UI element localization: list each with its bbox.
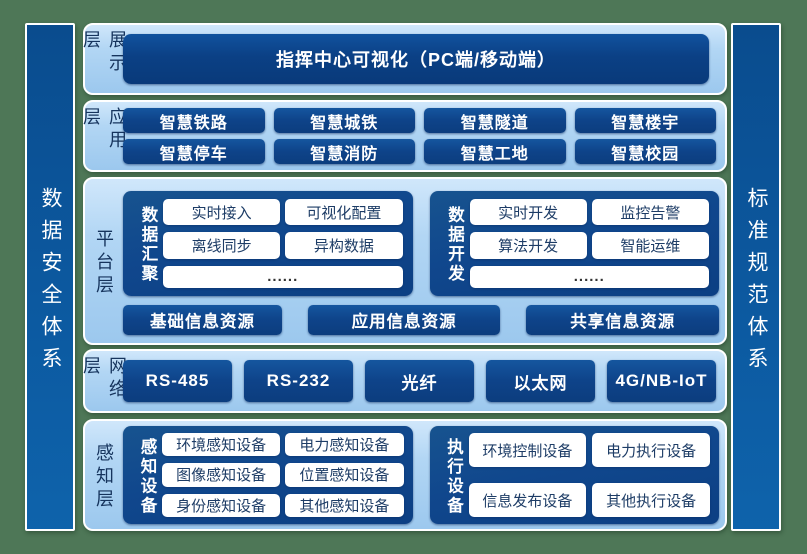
sensing-item: 身份感知设备: [162, 493, 281, 517]
application-box: 智慧工地: [424, 139, 566, 164]
group-sensing-devices: 感知设备 环境感知设备 电力感知设备 图像感知设备 位置感知设备 身份感知设备 …: [123, 426, 413, 524]
application-box: 智慧铁路: [123, 108, 265, 133]
platform-resources: 基础信息资源 应用信息资源 共享信息资源: [123, 304, 719, 335]
group-sensing-devices-label: 感知设备: [138, 437, 156, 516]
actuator-item: 信息发布设备: [468, 483, 587, 517]
pillar-standards-label: 标准规范体系: [745, 186, 768, 379]
pillar-data-security: 数据安全体系: [25, 23, 75, 531]
application-box: 智慧楼宇: [574, 108, 716, 133]
platform-groups: 数据汇聚 实时接入 可视化配置 离线同步 异构数据 ...... 数据开发: [123, 191, 719, 296]
platform-item: 监控告警: [591, 199, 709, 226]
platform-item-more: ......: [469, 265, 709, 288]
layer-label-application: 应用层: [81, 107, 127, 153]
layer-panel-network: 网络层 RS-485 RS-232 光纤 以太网 4G/NB-IoT: [81, 349, 727, 413]
application-box: 智慧消防: [273, 139, 415, 164]
pillar-data-security-label: 数据安全体系: [39, 186, 62, 379]
application-box: 智慧隧道: [424, 108, 566, 133]
display-main-box: 指挥中心可视化（PC端/移动端）: [123, 34, 709, 84]
platform-item: 实时开发: [469, 199, 587, 226]
resource-box: 共享信息资源: [526, 304, 719, 335]
platform-item: 实时接入: [163, 199, 281, 226]
network-box: RS-232: [244, 360, 353, 402]
network-box: 4G/NB-IoT: [607, 360, 716, 402]
resource-box: 基础信息资源: [123, 304, 282, 335]
platform-item-more: ......: [163, 265, 403, 288]
resource-box: 应用信息资源: [307, 304, 501, 335]
application-box: 智慧校园: [574, 139, 716, 164]
sensing-item: 环境感知设备: [162, 433, 281, 457]
layer-label-display: 展示层: [81, 30, 127, 76]
sensing-item: 电力感知设备: [285, 433, 404, 457]
group-data-development-label: 数据开发: [445, 205, 464, 284]
network-box: 以太网: [486, 360, 595, 402]
platform-content: 数据汇聚 实时接入 可视化配置 离线同步 异构数据 ...... 数据开发: [123, 191, 719, 335]
platform-item: 智能运维: [591, 232, 709, 259]
pillar-standards: 标准规范体系: [731, 23, 781, 531]
layer-panel-platform: 平台层 数据汇聚 实时接入 可视化配置 离线同步 异构数据 ......: [83, 177, 727, 345]
platform-item: 异构数据: [285, 232, 403, 259]
layer-label-platform: 平台层: [94, 229, 114, 298]
sensing-item: 位置感知设备: [285, 463, 404, 487]
layer-panel-perception: 感知层 感知设备 环境感知设备 电力感知设备 图像感知设备 位置感知设备 身份感…: [83, 419, 727, 531]
layer-panel-display: 展示层 指挥中心可视化（PC端/移动端）: [81, 23, 727, 95]
network-grid: RS-485 RS-232 光纤 以太网 4G/NB-IoT: [123, 360, 716, 402]
perception-groups: 感知设备 环境感知设备 电力感知设备 图像感知设备 位置感知设备 身份感知设备 …: [123, 426, 719, 524]
layer-panels: 展示层 指挥中心可视化（PC端/移动端） 应用层 智慧铁路 智慧城铁 智慧隧道 …: [81, 23, 727, 531]
application-grid: 智慧铁路 智慧城铁 智慧隧道 智慧楼宇 智慧停车 智慧消防 智慧工地 智慧校园: [123, 108, 716, 164]
platform-item: 可视化配置: [285, 199, 403, 226]
actuator-item: 环境控制设备: [468, 433, 587, 467]
platform-item: 算法开发: [469, 232, 587, 259]
sensing-item: 其他感知设备: [285, 493, 404, 517]
group-data-aggregation: 数据汇聚 实时接入 可视化配置 离线同步 异构数据 ......: [123, 191, 413, 296]
network-box: 光纤: [365, 360, 474, 402]
group-actuator-devices-label: 执行设备: [444, 437, 463, 516]
platform-item: 离线同步: [163, 232, 281, 259]
layer-panel-application: 应用层 智慧铁路 智慧城铁 智慧隧道 智慧楼宇 智慧停车 智慧消防 智慧工地 智…: [81, 100, 727, 172]
layer-label-network: 网络层: [81, 356, 127, 402]
actuator-item: 电力执行设备: [592, 433, 710, 467]
actuator-item: 其他执行设备: [592, 483, 710, 517]
application-box: 智慧停车: [123, 139, 265, 164]
group-data-aggregation-label: 数据汇聚: [139, 205, 157, 284]
application-box: 智慧城铁: [273, 108, 415, 133]
layer-label-perception: 感知层: [94, 443, 114, 512]
group-data-development: 数据开发 实时开发 监控告警 算法开发 智能运维 ......: [429, 191, 719, 296]
group-actuator-devices: 执行设备 环境控制设备 电力执行设备 信息发布设备 其他执行设备: [429, 426, 719, 524]
sensing-item: 图像感知设备: [162, 463, 281, 487]
network-box: RS-485: [123, 360, 232, 402]
